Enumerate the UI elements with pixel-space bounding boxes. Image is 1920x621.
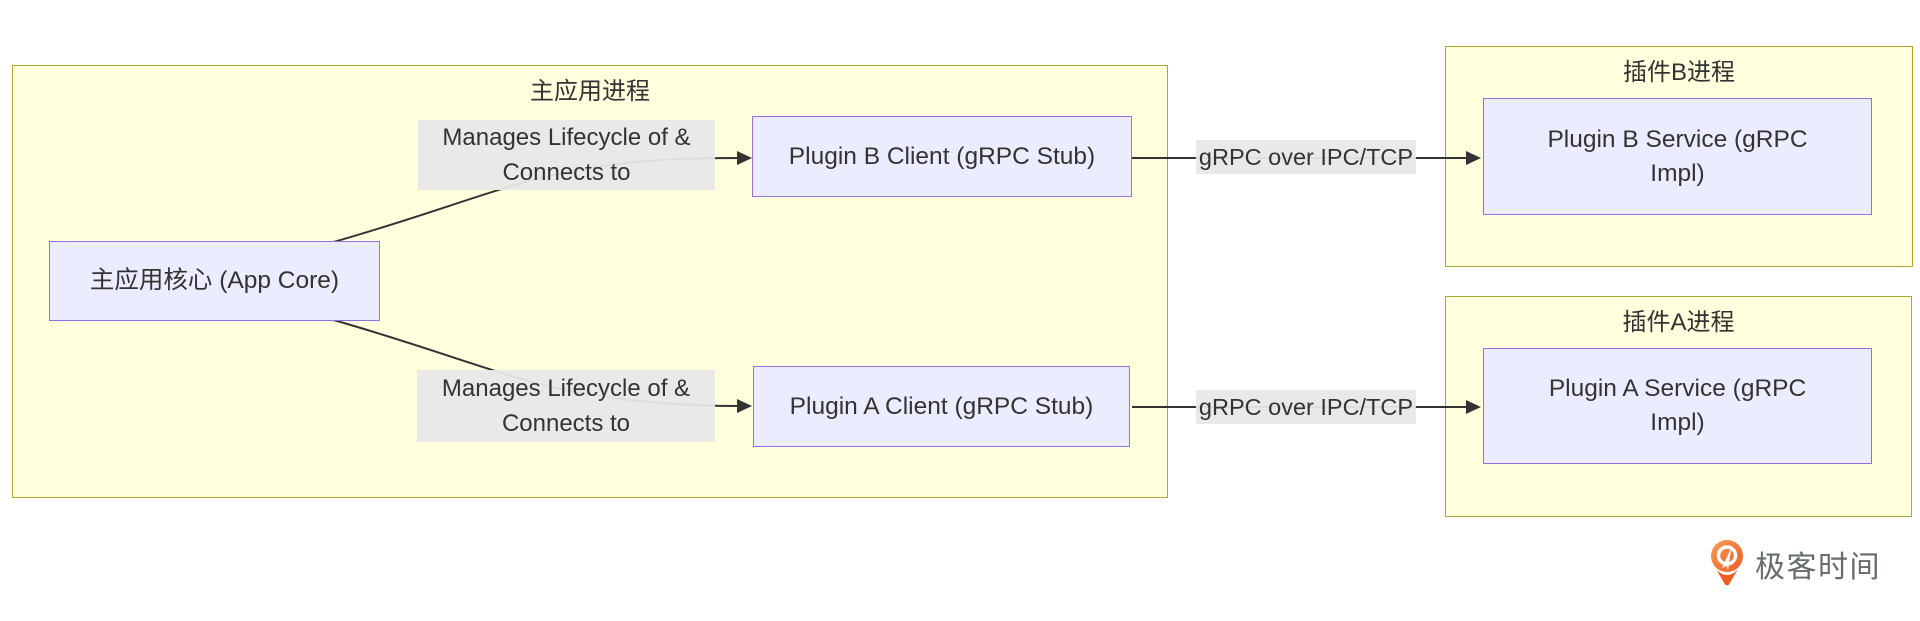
edge-label-line: Connects to (502, 159, 631, 186)
geektime-logo: 极客时间 (1708, 539, 1881, 589)
node-label: Plugin A Service (gRPC Impl) (1548, 375, 1807, 436)
node-label: Plugin B Service (gRPC Impl) (1547, 125, 1808, 187)
node-label: 主应用核心 (App Core) (89, 267, 340, 294)
node-label: Plugin A Client (gRPC Stub) (789, 392, 1094, 420)
node-plugin-a-service: Plugin A Service (gRPC Impl) (1483, 348, 1872, 464)
edge-label-grpc-bottom: gRPC over IPC/TCP (1195, 390, 1417, 424)
geektime-logo-icon (1711, 540, 1743, 588)
edge-label-core-to-a: Manages Lifecycle of & Connects to (417, 370, 715, 442)
node-plugin-b-client: Plugin B Client (gRPC Stub) (752, 116, 1132, 197)
edge-label-line: Manages Lifecycle of & (441, 375, 691, 402)
edge-label-grpc-top: gRPC over IPC/TCP (1195, 140, 1417, 174)
geektime-logo-text: 极客时间 (1755, 551, 1881, 584)
container-title-main: 主应用进程 (530, 78, 650, 105)
node-plugin-b-service: Plugin B Service (gRPC Impl) (1483, 98, 1872, 215)
edge-label-core-to-b: Manages Lifecycle of & Connects to (418, 120, 715, 190)
edge-label-line: Manages Lifecycle of & (442, 124, 691, 151)
edge-label-line: Connects to (501, 410, 631, 437)
node-plugin-a-client: Plugin A Client (gRPC Stub) (753, 366, 1130, 447)
node-app-core: 主应用核心 (App Core) (49, 241, 380, 321)
container-title-plugin-a: 插件A进程 (1622, 309, 1735, 336)
node-label: Plugin B Client (gRPC Stub) (788, 142, 1096, 170)
container-title-plugin-b: 插件B进程 (1622, 59, 1735, 86)
